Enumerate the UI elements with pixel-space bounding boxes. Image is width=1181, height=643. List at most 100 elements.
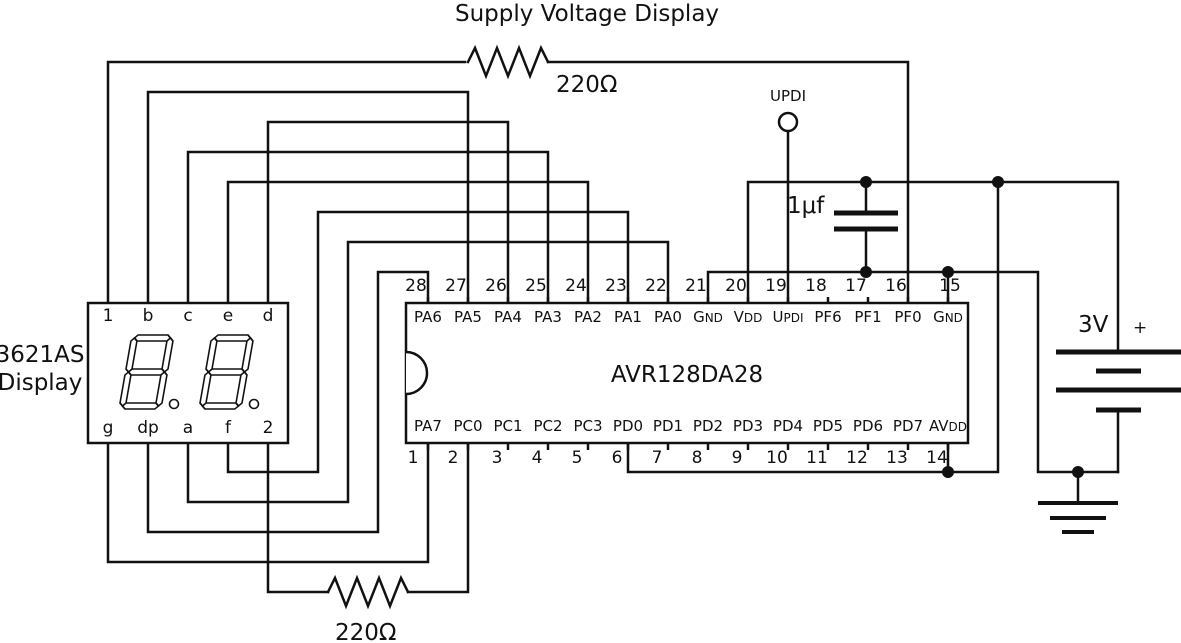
junction-dot <box>942 266 954 278</box>
chip-pin-label: UPDI <box>773 308 804 326</box>
chip-notch <box>405 350 429 396</box>
junction-dot <box>860 266 872 278</box>
chip-pin-number: 7 <box>652 448 663 468</box>
wire-digit2-to-resistor <box>266 441 330 594</box>
segment <box>235 370 248 408</box>
resistor-bottom-label: 220Ω <box>335 620 396 643</box>
resistor-top-label: 220Ω <box>556 72 617 98</box>
chip-pin-number: 27 <box>445 276 467 296</box>
chip-pin-number: 2 <box>448 448 459 468</box>
chip-pin-label: PD1 <box>653 417 683 435</box>
chip-pin-number: 28 <box>405 276 427 296</box>
seven-segment-digits <box>119 334 260 410</box>
segment <box>207 368 246 376</box>
junction-dot <box>942 466 954 478</box>
seven-segment-digit <box>119 334 174 410</box>
chip-pin-number: 10 <box>766 448 788 468</box>
display-pin-label: 1 <box>103 306 114 326</box>
chip-pin-label: PA3 <box>534 308 562 326</box>
chip-pin-label: PD0 <box>613 417 643 435</box>
chip-pin-number: 8 <box>692 448 703 468</box>
chip-pin-label: PD4 <box>773 417 803 435</box>
chip-pin-label: GND <box>693 308 723 326</box>
segment <box>201 402 240 410</box>
display-name-line1: 3621AS <box>0 342 84 368</box>
junction-dot <box>860 176 872 188</box>
chip-pin-label: PA7 <box>414 417 442 435</box>
display-pin-label: f <box>225 418 232 438</box>
junction-dot <box>1072 466 1084 478</box>
chip-pin-number: 17 <box>845 276 867 296</box>
chip-pin-number: 22 <box>645 276 667 296</box>
segment <box>199 370 212 408</box>
chip-pin-number: 20 <box>725 276 747 296</box>
chip-body <box>404 301 970 445</box>
chip-pin-number: 18 <box>805 276 827 296</box>
wire-vdd-to-avdd <box>946 180 1000 474</box>
wire-b-to-pa5 <box>146 90 470 305</box>
segment <box>119 370 132 408</box>
chip-pin-number: 5 <box>572 448 583 468</box>
display-pin-label: e <box>223 306 233 326</box>
segment <box>121 402 160 410</box>
wire-c-to-pa3 <box>186 150 550 305</box>
chip-pin-number: 21 <box>685 276 707 296</box>
wire-vdd-rail <box>746 180 1120 354</box>
wire-dp-to-pa6 <box>146 270 430 534</box>
chip-pin-number: 19 <box>765 276 787 296</box>
display-name-line2: Display <box>0 370 82 396</box>
chip-pin-label: GND <box>933 308 963 326</box>
chip-pin-number: 6 <box>612 448 623 468</box>
chip-pin-number: 16 <box>885 276 907 296</box>
chip-pins: 28PA627PA526PA425PA324PA223PA122PA021GND… <box>405 276 967 468</box>
chip-pin-number: 3 <box>492 448 503 468</box>
chip-pin-number: 13 <box>886 448 908 468</box>
wire-resistor-to-pf0 <box>546 60 910 305</box>
wire-a-to-pa0 <box>186 240 670 504</box>
capacitor-label: 1μf <box>787 193 825 219</box>
chip-pin-label: PC3 <box>573 417 602 435</box>
resistor-top <box>466 44 550 80</box>
chip-pin-number: 24 <box>565 276 587 296</box>
chip-pin-label: PF0 <box>894 308 921 326</box>
wire-gnd21 <box>706 270 870 305</box>
wire-digit1-to-resistor <box>106 60 467 305</box>
seven-segment-digit <box>199 334 254 410</box>
display-pin-label: d <box>263 306 274 326</box>
chip-pin-number: 25 <box>525 276 547 296</box>
segment <box>127 368 166 376</box>
chip-pin-number: 1 <box>408 448 419 468</box>
display-body <box>86 301 290 445</box>
decimal-point <box>168 398 180 410</box>
chip-pin-number: 11 <box>806 448 828 468</box>
chip-pin-number: 14 <box>926 448 948 468</box>
display-pin-label: a <box>183 418 193 438</box>
chip-pin-label: PA6 <box>414 308 442 326</box>
chip-pin-label: VDD <box>734 308 763 326</box>
chip-pin-label: PD3 <box>733 417 763 435</box>
chip-pin-number: 15 <box>939 276 961 296</box>
display-pin-label: c <box>183 306 192 326</box>
display-pin-label: g <box>103 418 114 438</box>
chip-pin-label: PA4 <box>494 308 522 326</box>
chip-pin-label: PF1 <box>854 308 881 326</box>
junction-dot <box>992 176 1004 188</box>
chip-name: AVR128DA28 <box>611 362 763 388</box>
chip-pin-label: PC0 <box>453 417 482 435</box>
chip-pin-number: 4 <box>532 448 543 468</box>
display-pin-label: b <box>143 306 154 326</box>
chip-pin-number: 23 <box>605 276 627 296</box>
chip-pin-number: 26 <box>485 276 507 296</box>
chip-pin-label: PA5 <box>454 308 482 326</box>
chip-pin-label: PA1 <box>614 308 642 326</box>
updi-terminal <box>777 111 799 133</box>
display-pin-label: dp <box>137 418 159 438</box>
chip-pin-label: PD5 <box>813 417 843 435</box>
battery-plus: + <box>1133 318 1147 338</box>
chip-pin-label: PF6 <box>814 308 841 326</box>
chip-pin-label: PD7 <box>893 417 923 435</box>
chip-pin-label: PA2 <box>574 308 602 326</box>
chip-pin-label: PC1 <box>493 417 522 435</box>
